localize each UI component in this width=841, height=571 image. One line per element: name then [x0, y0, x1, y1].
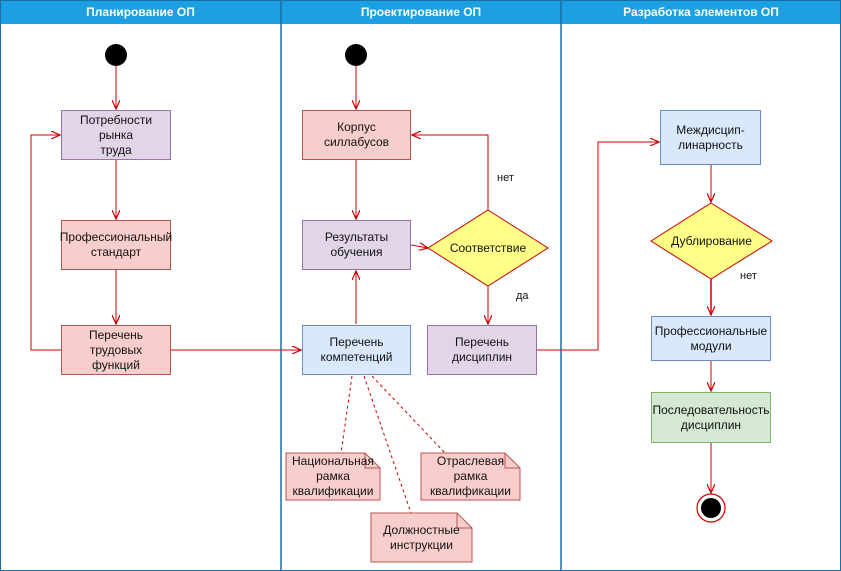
link-national-framework — [340, 375, 353, 454]
link-sector-framework — [371, 375, 446, 454]
node-disciplines-list: Перечень дисциплин — [427, 325, 537, 375]
arrow-outcomes-to-compliance — [410, 245, 428, 248]
note-job-descriptions — [370, 512, 473, 563]
edge-label-no-duplication: нет — [740, 270, 757, 282]
compliance-label: Соответствие — [449, 241, 527, 255]
link-job-descriptions — [363, 375, 412, 514]
note-sector-framework-text: Отраслевая рамка квалификации — [430, 454, 511, 498]
note-job-descriptions-text: Должностные инструкции — [383, 522, 460, 552]
node-syllabus-corpus: Корпус силлабусов — [302, 110, 411, 160]
node-interdisciplinarity: Междисцип- линарность — [660, 110, 761, 165]
arrow-functions-feedback — [30, 135, 61, 351]
node-discipline-sequence: Последовательность дисциплин — [651, 392, 771, 443]
duplication-label: Дублирование — [671, 234, 752, 248]
note-national-framework-text: Национальная рамка квалификации — [292, 454, 374, 498]
edge-label-yes-compliance: да — [516, 290, 529, 302]
node-learning-outcomes: Результаты обучения — [302, 220, 411, 270]
note-sector-framework — [420, 452, 521, 501]
edge-label-no-compliance: нет — [497, 172, 514, 184]
arrow-compliance-no — [412, 135, 489, 210]
start-node-planning — [105, 44, 127, 66]
lane-header-development: Разработка элементов ОП — [561, 0, 841, 24]
node-professional-modules: Профессиональные модули — [651, 316, 771, 361]
lane-header-design: Проектирование ОП — [281, 0, 561, 24]
lane-header-planning: Планирование ОП — [0, 0, 281, 24]
node-labor-market-needs: Потребности рынка труда — [61, 110, 171, 160]
arrow-disciplines-to-interdisciplinarity — [537, 142, 659, 351]
note-national-framework — [285, 452, 381, 501]
node-labor-functions-list: Перечень трудовых функций — [61, 325, 171, 375]
end-node-core — [701, 498, 721, 518]
node-competencies-list: Перечень компетенций — [302, 325, 411, 375]
node-professional-standard: Профессиональный стандарт — [60, 220, 172, 270]
start-node-design — [345, 44, 367, 66]
